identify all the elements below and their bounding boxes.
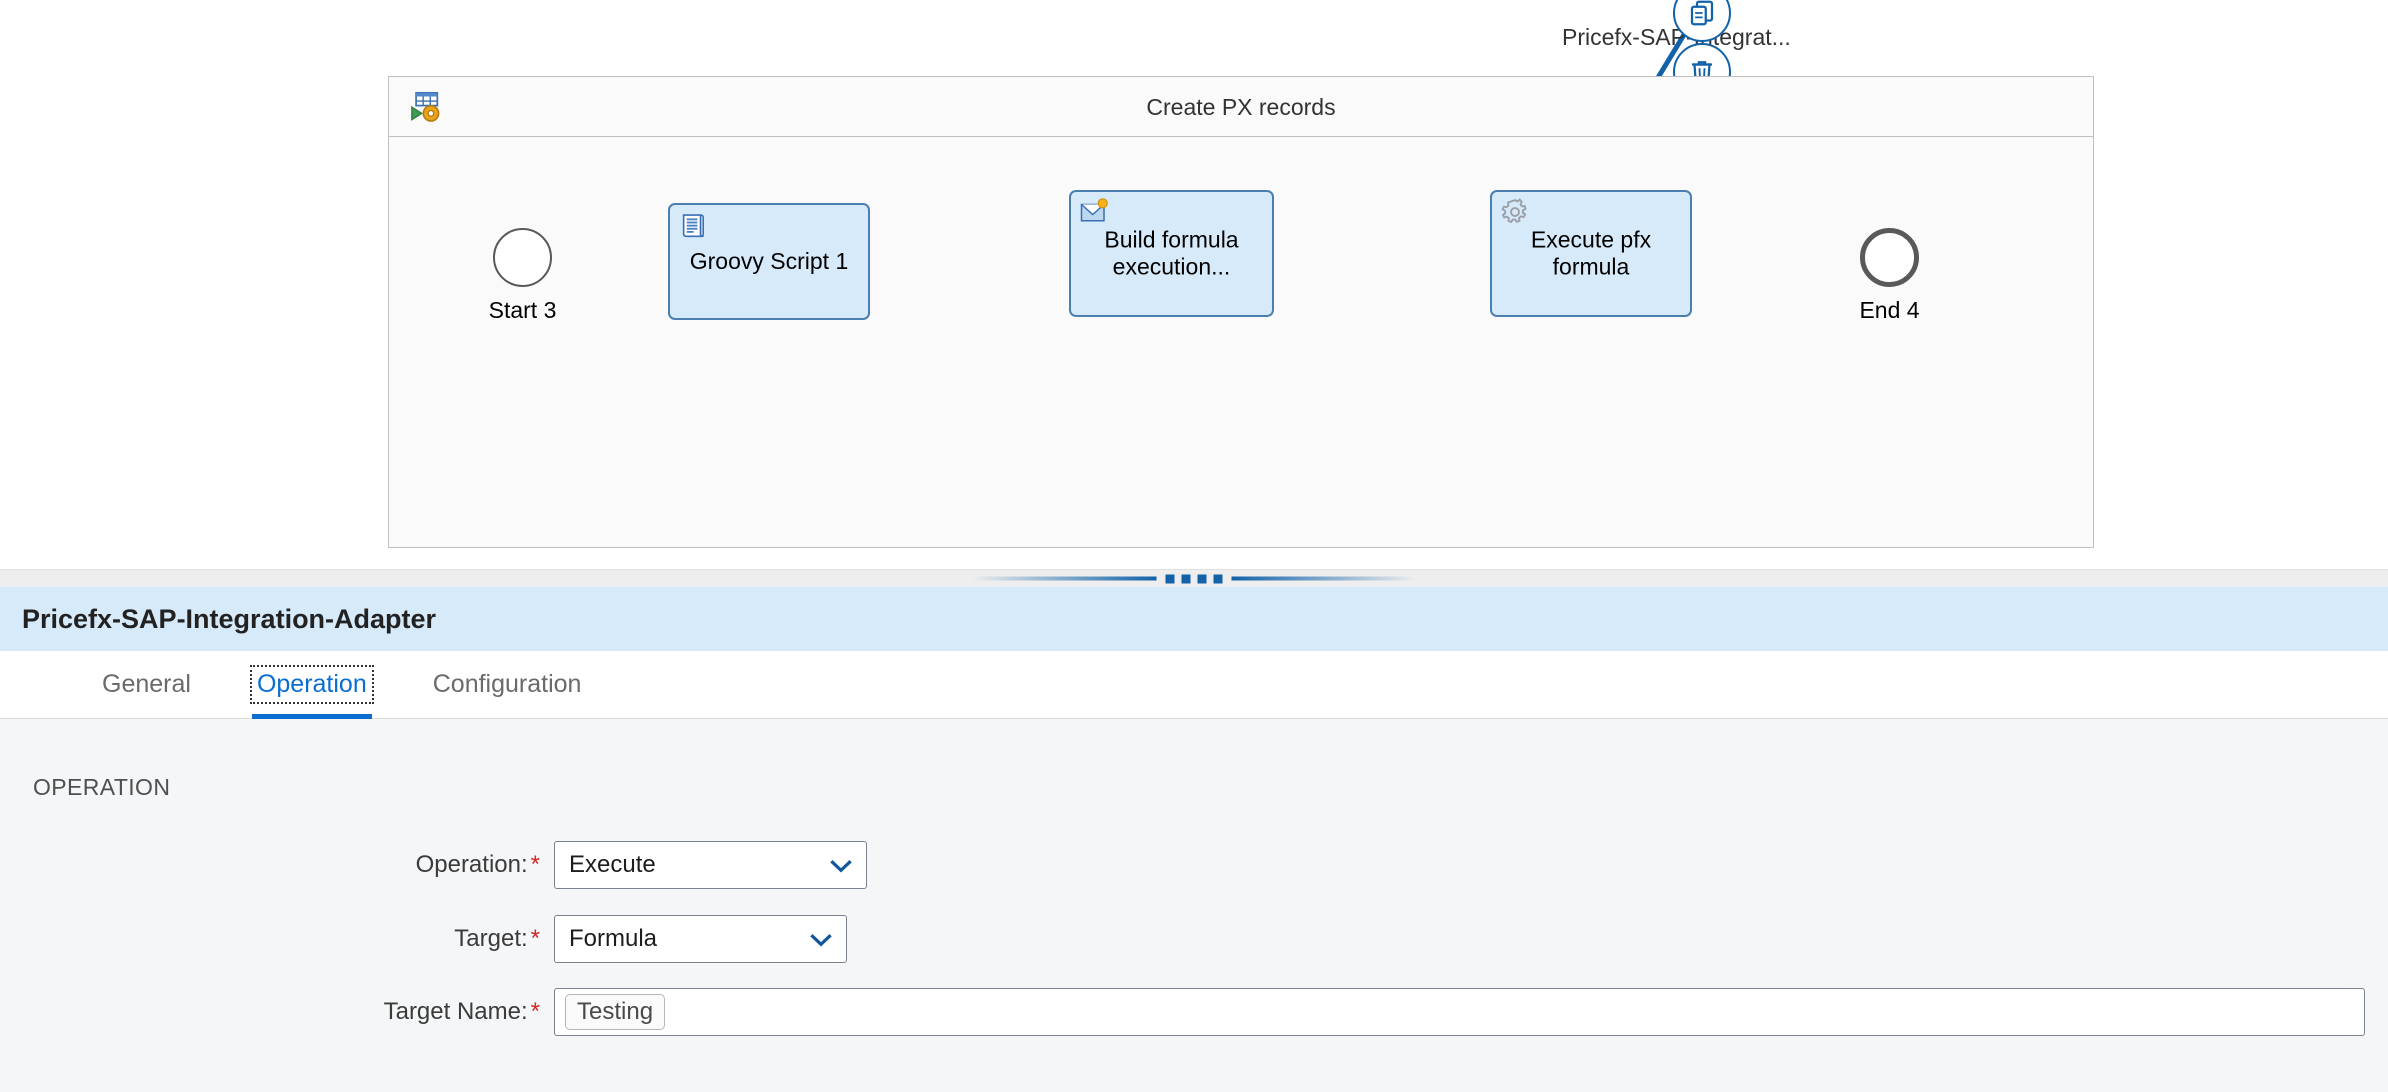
operation-select[interactable]: Execute <box>554 841 867 889</box>
script-icon <box>682 214 704 238</box>
message-envelope-icon <box>1080 198 1108 222</box>
end-event-end-4[interactable] <box>1860 228 1919 287</box>
required-indicator: * <box>530 851 540 878</box>
end-event-label: End 4 <box>1859 297 1920 323</box>
tab-configuration[interactable]: Configuration <box>428 651 587 719</box>
panel-titlebar: Pricefx-SAP-Integration-Adapter <box>0 587 2388 651</box>
integration-process-icon <box>411 91 440 122</box>
pool-header: Create PX records <box>389 77 2093 137</box>
target-select-value: Formula <box>569 925 658 952</box>
panel-splitter[interactable] <box>0 569 2388 587</box>
tab-label: Configuration <box>432 670 582 698</box>
page-title: Pricefx-SAP-Integration-Adapter <box>22 604 437 634</box>
tab-general[interactable]: General <box>97 651 196 719</box>
copy-button[interactable] <box>1673 0 1731 42</box>
panel-tabbar: General Operation Configuration <box>0 651 2388 719</box>
tab-label: Operation <box>249 665 374 704</box>
splitter-line-right <box>1231 576 1417 581</box>
target-name-label: Target Name:* <box>0 998 540 1026</box>
gear-icon <box>1501 198 1527 224</box>
splitter-line-left <box>971 576 1157 581</box>
bpmn-canvas[interactable]: Pricefx-SAP-Integrat... <box>0 0 2388 580</box>
target-select[interactable]: Formula <box>554 915 847 963</box>
start-event-start-3[interactable] <box>493 228 552 287</box>
task-label: Build formula execution... <box>1104 225 1239 280</box>
target-label-text: Target: <box>454 925 528 952</box>
tab-label: General <box>102 670 191 698</box>
panel-body: OPERATION Operation:* Execute Target:* F… <box>0 719 2388 1092</box>
form-row-target: Target:* Formula <box>0 915 847 963</box>
target-label: Target:* <box>0 925 540 953</box>
target-name-label-text: Target Name: <box>383 998 528 1025</box>
chevron-down-icon <box>810 933 832 947</box>
required-indicator: * <box>530 925 540 952</box>
required-indicator: * <box>530 998 540 1025</box>
task-groovy-script-1[interactable]: Groovy Script 1 <box>668 203 870 320</box>
splitter-grip-dots <box>1165 574 1223 583</box>
start-event-label: Start 3 <box>488 297 557 323</box>
task-label: Execute pfx formula <box>1530 225 1652 280</box>
target-name-token[interactable]: Testing <box>565 994 666 1030</box>
form-row-target-name: Target Name:* Testing <box>0 988 2365 1036</box>
splitter-handle[interactable] <box>971 574 1417 583</box>
tab-operation[interactable]: Operation <box>249 651 374 719</box>
chevron-down-icon <box>830 859 852 873</box>
operation-label-text: Operation: <box>415 851 528 878</box>
properties-panel: Pricefx-SAP-Integration-Adapter General … <box>0 587 2388 1092</box>
task-execute-pfx-formula[interactable]: Execute pfx formula <box>1490 190 1692 317</box>
copy-icon <box>1690 0 1714 26</box>
operation-label: Operation:* <box>0 851 540 879</box>
target-name-input[interactable]: Testing <box>554 988 2365 1036</box>
task-label: Groovy Script 1 <box>689 247 849 274</box>
operation-select-value: Execute <box>569 851 656 878</box>
form-row-operation: Operation:* Execute <box>0 841 867 889</box>
task-build-formula-execution[interactable]: Build formula execution... <box>1069 190 1274 317</box>
pool-title: Create PX records <box>1146 94 1336 120</box>
section-heading: OPERATION <box>33 774 171 800</box>
